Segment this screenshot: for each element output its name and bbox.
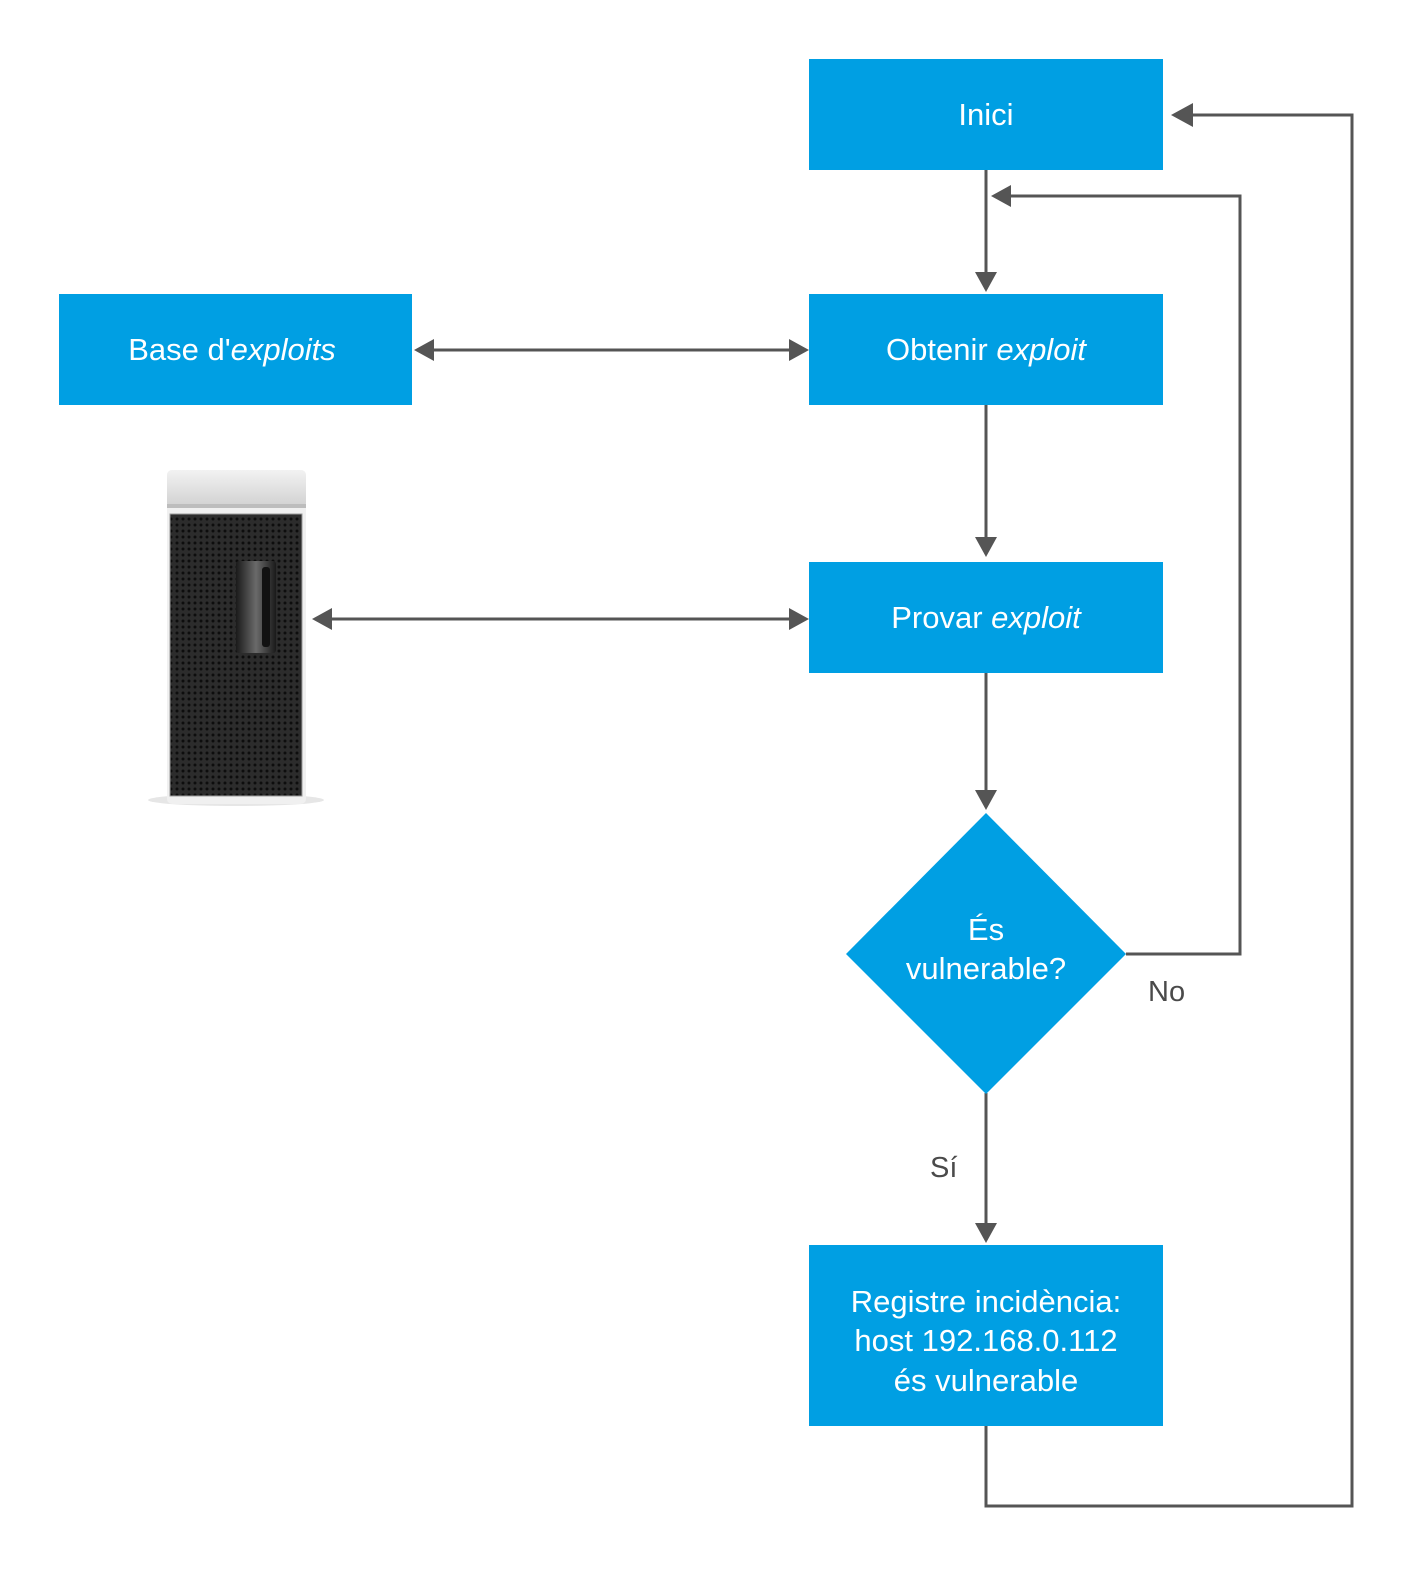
node-get-exploit-emphasis: exploit [996, 332, 1087, 367]
arrowhead-down-icon [975, 1223, 997, 1243]
arrowhead-right-icon [789, 608, 809, 630]
node-exploit-db-text: Base d' [128, 332, 230, 367]
node-test-exploit-emphasis: exploit [991, 600, 1082, 635]
node-log-line1: Registre incidència: [851, 1284, 1122, 1319]
edge-label-no: No [1148, 976, 1185, 1008]
arrowhead-down-icon [975, 272, 997, 292]
node-log: Registre incidència: host 192.168.0.112 … [809, 1245, 1163, 1426]
connectors [312, 103, 1354, 1508]
node-get-exploit-box [809, 294, 1163, 405]
node-get-exploit: Obtenir exploit [809, 294, 1163, 405]
edge-label-yes: Sí [930, 1152, 957, 1184]
node-start-box [809, 59, 1163, 170]
arrowhead-left-icon [991, 185, 1011, 207]
node-log-line3: és vulnerable [894, 1363, 1078, 1398]
node-test-exploit-box [809, 562, 1163, 673]
node-exploit-db-box [59, 294, 412, 405]
arrowhead-down-icon [975, 790, 997, 810]
arrowhead-left-icon [1171, 103, 1193, 127]
node-test-exploit-text: Provar [891, 600, 991, 635]
arrowhead-left-icon [414, 339, 434, 361]
node-decision-line1: És [968, 912, 1004, 947]
node-exploit-db: Base d'exploits [59, 294, 412, 405]
arrowhead-left-icon [312, 608, 332, 630]
node-exploit-db-emphasis: exploits [231, 332, 336, 367]
node-decision-diamond [846, 813, 1126, 1094]
arrowhead-right-icon [789, 339, 809, 361]
node-get-exploit-label: Obtenir exploit [886, 332, 1087, 367]
node-log-box [809, 1245, 1163, 1426]
node-start: Inici [809, 59, 1163, 170]
node-test-exploit-label: Provar exploit [891, 600, 1082, 635]
node-decision-line2: vulnerable? [906, 951, 1066, 986]
arrowhead-down-icon [975, 537, 997, 557]
node-decision: És vulnerable? [846, 813, 1126, 1094]
edge-no-loop [1006, 194, 1242, 956]
node-get-exploit-text: Obtenir [886, 332, 996, 367]
node-log-line2: host 192.168.0.112 [854, 1323, 1117, 1358]
node-test-exploit: Provar exploit [809, 562, 1163, 673]
node-start-label: Inici [958, 97, 1013, 132]
server-tower-icon [148, 470, 324, 806]
edge-log-loop [984, 113, 1354, 1508]
node-exploit-db-label: Base d'exploits [128, 332, 336, 367]
